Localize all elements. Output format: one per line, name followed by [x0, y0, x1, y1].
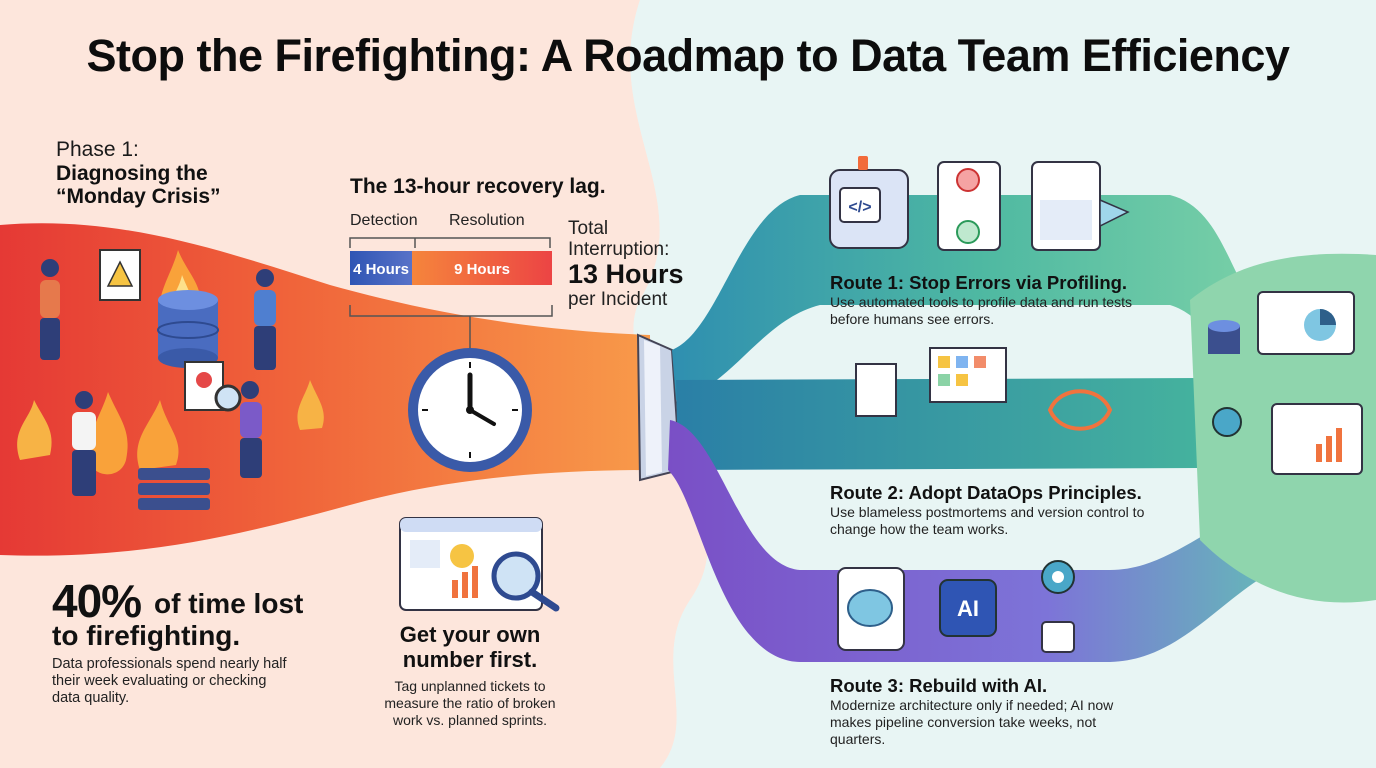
own-number-title: Get your own number first.: [380, 622, 560, 672]
gear-icon: [1041, 560, 1075, 594]
recovery-timeline-bars: 4 Hours 9 Hours: [350, 251, 552, 285]
server-stack-icon: [138, 468, 210, 510]
route-1-title: Route 1: Stop Errors via Profiling.: [830, 272, 1128, 293]
stat-percentage: 40%: [52, 575, 142, 627]
ai-chip-icon: AI: [939, 579, 997, 637]
phase-title-line-1: Diagnosing the: [56, 162, 208, 185]
magnifier-icon: [491, 551, 560, 612]
timeline-bracket: [349, 237, 553, 350]
route-1-description: Use automated tools to profile data and …: [830, 294, 1132, 327]
route-3-band: [668, 420, 1300, 662]
total-line-2: Interruption:: [568, 239, 670, 260]
total-line-1: Total: [568, 218, 609, 239]
clock-icon: [408, 348, 532, 472]
own-number-description: Tag unplanned tickets to measure the rat…: [384, 678, 556, 728]
stat-line-2: to firefighting.: [52, 620, 241, 651]
route-3-description: Modernize architecture only if needed; A…: [830, 697, 1114, 747]
route-1-band: [672, 195, 1300, 420]
error-icon: [937, 161, 1001, 251]
own-number-title-line-1: Get your own: [399, 622, 541, 647]
detection-bar: [350, 251, 412, 285]
warning-document-icon: [99, 249, 141, 301]
detection-label: Detection: [350, 212, 418, 229]
whiteboard-icon: [855, 347, 1113, 431]
route-3-title: Route 3: Rebuild with AI.: [830, 675, 1048, 696]
resolution-bar: [412, 251, 552, 285]
recovery-lag-title: The 13-hour recovery lag.: [350, 175, 606, 198]
ai-chip-label: AI: [957, 596, 979, 621]
bar-chart-icon: [1316, 428, 1342, 462]
route-2-title: Route 2: Adopt DataOps Principles.: [830, 482, 1142, 503]
total-hours: 13 Hours: [568, 259, 684, 289]
brain-icon: [837, 567, 905, 651]
page-title: Stop the Firefighting: A Roadmap to Data…: [86, 30, 1290, 81]
route-2-band: [676, 378, 1200, 470]
gear-icon-right: [1212, 407, 1242, 437]
error-document-icon: [184, 361, 242, 412]
total-interruption-label: Total Interruption:: [568, 218, 688, 260]
phase-title: Diagnosing the “Monday Crisis”: [56, 162, 276, 208]
database-icon: [157, 290, 219, 368]
own-number-title-line-2: number first.: [402, 647, 538, 672]
total-per-incident: per Incident: [568, 289, 668, 310]
code-window-icon: </>: [829, 156, 909, 249]
stat-description: Data professionals spend nearly half the…: [52, 656, 287, 706]
database-icon-right: [1208, 320, 1240, 354]
check-icon: [956, 220, 980, 244]
chart-window-icon: [1041, 621, 1075, 653]
resolution-value: 9 Hours: [454, 261, 510, 278]
phase-label: Phase 1:: [56, 138, 139, 161]
svg-text:</>: </>: [848, 199, 871, 216]
people-icon: [40, 259, 276, 496]
dashboard-icon: [1031, 161, 1130, 251]
phase-title-line-2: “Monday Crisis”: [56, 185, 221, 208]
route-2-description: Use blameless postmortems and version co…: [830, 504, 1145, 537]
stat-tail: of time lost: [154, 588, 304, 619]
detection-value: 4 Hours: [353, 261, 409, 278]
resolution-label: Resolution: [449, 212, 525, 229]
